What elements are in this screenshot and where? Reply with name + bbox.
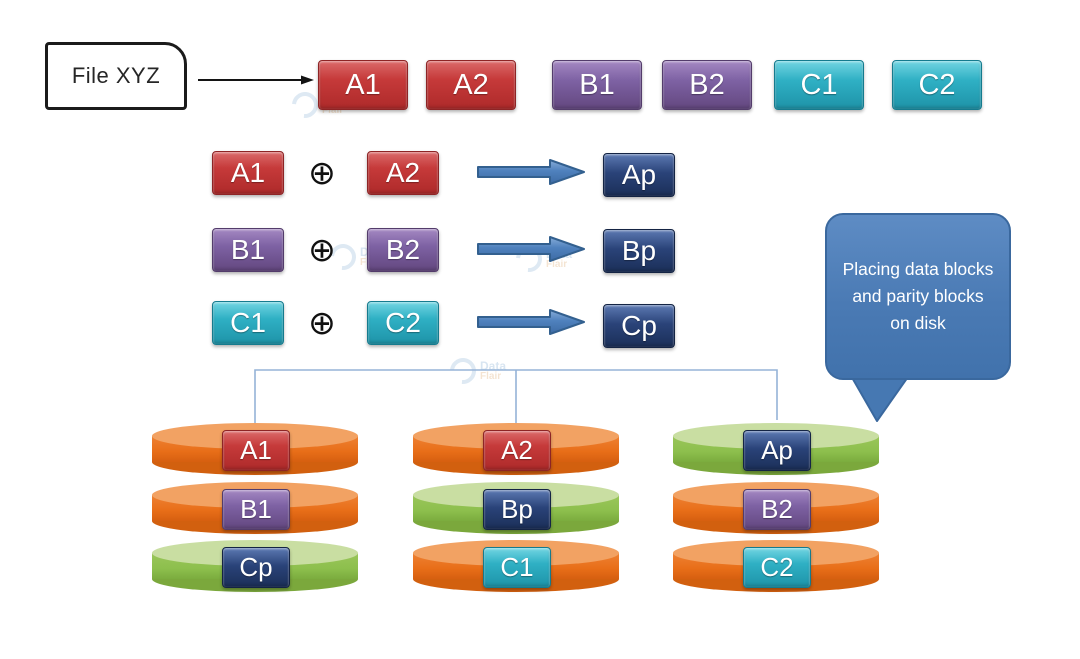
stripe-block-b1: B1 <box>552 60 642 110</box>
stripe-block-c1: C1 <box>774 60 864 110</box>
stripe-block-a1: A1 <box>318 60 408 110</box>
block-label: A2 <box>453 68 489 101</box>
block-label: C1 <box>800 68 838 101</box>
file-to-stripe-arrow-icon <box>198 75 314 85</box>
file-source-label: File XYZ <box>71 63 161 88</box>
block-label: B1 <box>579 68 615 101</box>
block-label: C2 <box>918 68 956 101</box>
block-label: B1 <box>230 234 266 265</box>
block-label: B2 <box>385 234 421 265</box>
callout-bubble: Placing data blocks and parity blocks on… <box>825 213 1011 380</box>
disk1-block-a1: A1 <box>222 430 290 471</box>
xor-operator-a: ⊕ <box>308 153 336 191</box>
block-label: A1 <box>240 435 272 465</box>
block-label: Cp <box>239 552 273 582</box>
block-label: A2 <box>385 157 421 188</box>
parity-block-bp: Bp <box>603 229 675 273</box>
disk3-block-ap: Ap <box>743 430 811 471</box>
disk2-block-bp: Bp <box>483 489 551 530</box>
disk1-block-cp: Cp <box>222 547 290 588</box>
block-label: Bp <box>501 494 533 524</box>
xor-a-result-arrow-icon <box>477 159 585 185</box>
parity-block-ap: Ap <box>603 153 675 197</box>
block-label: C2 <box>760 552 794 582</box>
parity-block-cp: Cp <box>603 304 675 348</box>
block-label: B1 <box>240 494 272 524</box>
xor-b-left-block: B1 <box>212 228 284 272</box>
disk1-block-b1: B1 <box>222 489 290 530</box>
block-label: Ap <box>621 159 657 190</box>
disk3-block-b2: B2 <box>743 489 811 530</box>
file-source-box: File XYZ <box>45 42 187 110</box>
xor-a-right-block: A2 <box>367 151 439 195</box>
xor-b-right-block: B2 <box>367 228 439 272</box>
callout-text: Placing data blocks and parity blocks on… <box>842 258 994 334</box>
disk2-block-a2: A2 <box>483 430 551 471</box>
block-label: C1 <box>230 307 266 338</box>
disk-connector-lines <box>254 369 778 428</box>
xor-c-right-block: C2 <box>367 301 439 345</box>
block-label: C2 <box>385 307 421 338</box>
stripe-block-a2: A2 <box>426 60 516 110</box>
block-label: A2 <box>501 435 533 465</box>
xor-operator-c: ⊕ <box>308 303 336 341</box>
xor-b-result-arrow-icon <box>477 236 585 262</box>
block-label: C1 <box>500 552 534 582</box>
callout-tail <box>849 373 911 422</box>
watermark-text: Flair <box>322 105 344 116</box>
block-label: A1 <box>230 157 266 188</box>
block-label: Cp <box>621 310 657 341</box>
block-label: B2 <box>689 68 725 101</box>
block-label: Bp <box>621 235 657 266</box>
block-label: Ap <box>761 435 793 465</box>
disk2-block-c1: C1 <box>483 547 551 588</box>
stripe-block-c2: C2 <box>892 60 982 110</box>
xor-operator-b: ⊕ <box>308 230 336 268</box>
stripe-block-b2: B2 <box>662 60 752 110</box>
xor-c-left-block: C1 <box>212 301 284 345</box>
xor-a-left-block: A1 <box>212 151 284 195</box>
disk3-block-c2: C2 <box>743 547 811 588</box>
block-label: A1 <box>345 68 381 101</box>
xor-c-result-arrow-icon <box>477 309 585 335</box>
block-label: B2 <box>761 494 793 524</box>
